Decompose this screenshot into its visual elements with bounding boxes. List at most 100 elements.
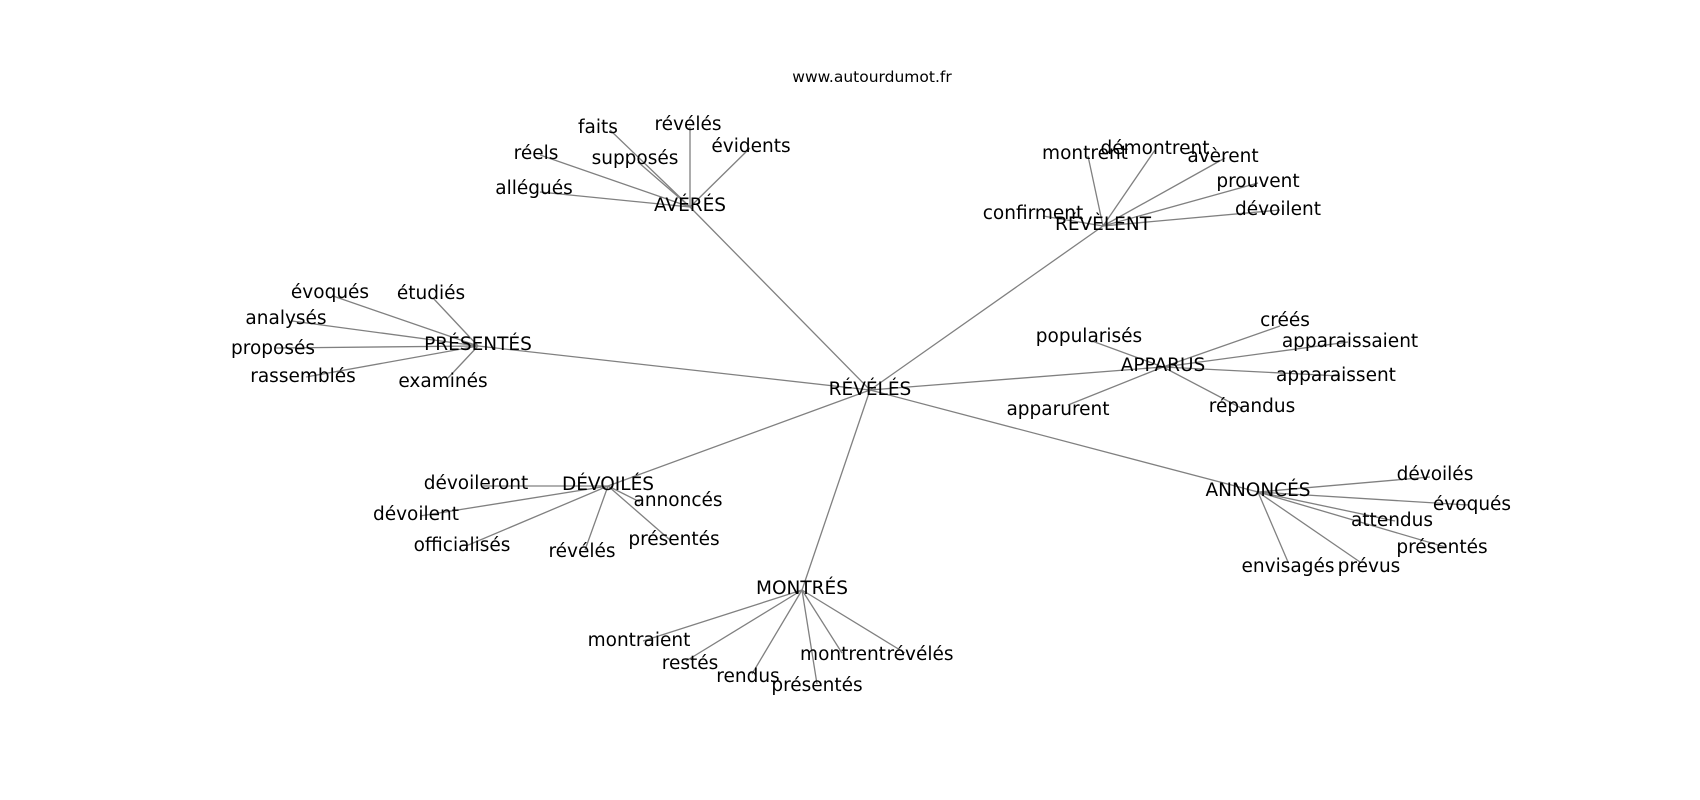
edge-annonces-2 xyxy=(1257,491,1396,522)
edge-root-montres xyxy=(801,389,871,591)
edge-apparus-5 xyxy=(1162,366,1244,410)
edge-montres-2 xyxy=(751,589,803,675)
edge-averes-5 xyxy=(539,191,691,208)
hub-node-revelent[interactable]: RÉVÈLENT xyxy=(1055,213,1152,235)
leaf-node-revelent-0[interactable]: montrent xyxy=(1042,143,1128,164)
leaf-node-montres-0[interactable]: montraient xyxy=(588,630,691,651)
leaf-node-revelent-3[interactable]: prouvent xyxy=(1216,171,1299,192)
edge-montres-1 xyxy=(685,589,803,662)
leaf-node-devoiles-5[interactable]: révélés xyxy=(548,541,615,562)
edge-montres-4 xyxy=(801,589,906,654)
leaf-node-revelent-2[interactable]: avèrent xyxy=(1187,146,1258,167)
edge-devoiles-3 xyxy=(465,485,609,547)
edge-apparus-2 xyxy=(1162,341,1349,368)
leaf-node-presentes-2[interactable]: analysés xyxy=(245,308,326,329)
leaf-node-devoiles-3[interactable]: officialisés xyxy=(414,535,511,556)
edge-montres-5 xyxy=(801,589,818,685)
hub-node-averes[interactable]: AVÉRÉS xyxy=(654,194,726,216)
edge-root-apparus xyxy=(869,366,1164,391)
edge-revelent-3 xyxy=(1102,182,1259,227)
edge-montres-0 xyxy=(642,589,803,642)
edge-annonces-0 xyxy=(1257,476,1431,493)
leaf-node-presentes-5[interactable]: examinés xyxy=(398,371,487,392)
leaf-node-averes-2[interactable]: évidents xyxy=(711,136,790,157)
edge-apparus-0 xyxy=(1091,340,1164,368)
edge-presentes-1 xyxy=(432,297,479,347)
leaf-node-revelent-4[interactable]: confirment xyxy=(983,203,1084,224)
leaf-node-devoiles-4[interactable]: présentés xyxy=(628,529,719,550)
leaf-node-annonces-2[interactable]: attendus xyxy=(1351,510,1433,531)
edge-root-devoiles xyxy=(607,389,871,487)
leaf-node-annonces-0[interactable]: dévoilés xyxy=(1397,464,1474,485)
leaf-node-averes-4[interactable]: supposés xyxy=(592,148,679,169)
leaf-node-averes-0[interactable]: faits xyxy=(578,117,618,138)
edge-root-annonces xyxy=(869,389,1259,493)
edge-revelent-0 xyxy=(1087,155,1104,227)
leaf-node-apparus-0[interactable]: popularisés xyxy=(1036,326,1142,347)
edge-devoiles-2 xyxy=(607,485,641,503)
edge-revelent-1 xyxy=(1102,149,1156,227)
leaf-node-presentes-3[interactable]: proposés xyxy=(231,338,315,359)
edge-averes-3 xyxy=(539,154,691,208)
hub-node-annonces[interactable]: ANNONCÉS xyxy=(1205,479,1310,501)
edge-apparus-3 xyxy=(1162,366,1341,377)
edge-presentes-4 xyxy=(305,345,479,378)
edge-annonces-4 xyxy=(1257,491,1289,563)
edge-apparus-4 xyxy=(1067,366,1164,406)
leaf-node-montres-3[interactable]: montrent xyxy=(800,644,886,665)
leaf-node-revelent-1[interactable]: démontrent xyxy=(1100,138,1209,159)
edge-root-averes xyxy=(689,206,871,391)
graph-edges xyxy=(275,127,1469,685)
leaf-node-averes-3[interactable]: réels xyxy=(514,143,559,164)
site-watermark: www.autourdumot.fr xyxy=(792,68,952,86)
hub-node-apparus[interactable]: APPARUS xyxy=(1121,355,1206,376)
leaf-node-apparus-4[interactable]: apparurent xyxy=(1006,399,1109,420)
edge-devoiles-4 xyxy=(607,485,671,541)
leaf-node-montres-1[interactable]: restés xyxy=(662,653,719,674)
leaf-node-apparus-3[interactable]: apparaissent xyxy=(1276,365,1396,386)
edge-averes-4 xyxy=(637,161,691,208)
edge-devoiles-5 xyxy=(584,485,609,551)
leaf-node-apparus-2[interactable]: apparaissaient xyxy=(1282,331,1418,352)
leaf-node-averes-5[interactable]: allégués xyxy=(495,178,573,199)
edge-annonces-5 xyxy=(1257,491,1361,563)
edge-apparus-1 xyxy=(1162,325,1281,368)
edge-root-revelent xyxy=(869,225,1104,391)
edge-revelent-4 xyxy=(1042,215,1104,227)
leaf-node-revelent-5[interactable]: dévoilent xyxy=(1235,199,1321,220)
leaf-node-montres-4[interactable]: révélés xyxy=(886,644,953,665)
hub-node-presentes[interactable]: PRÉSENTÉS xyxy=(424,333,532,355)
edge-revelent-5 xyxy=(1102,209,1281,227)
edge-presentes-3 xyxy=(275,345,479,349)
leaf-node-presentes-0[interactable]: évoqués xyxy=(291,282,369,303)
root-node[interactable]: RÉVÉLÉS xyxy=(829,378,912,400)
hub-node-montres[interactable]: MONTRÉS xyxy=(756,577,848,599)
leaf-node-devoiles-2[interactable]: annoncés xyxy=(633,490,722,511)
leaf-node-apparus-1[interactable]: créés xyxy=(1260,310,1310,331)
leaf-node-presentes-1[interactable]: étudiés xyxy=(397,283,465,304)
leaf-node-devoiles-1[interactable]: dévoilent xyxy=(373,504,459,525)
leaf-node-annonces-1[interactable]: évoqués xyxy=(1433,494,1511,515)
leaf-node-averes-1[interactable]: révélés xyxy=(654,114,721,135)
edge-presentes-0 xyxy=(332,295,479,347)
edge-annonces-1 xyxy=(1257,491,1469,506)
hub-node-devoiles[interactable]: DÉVOILÉS xyxy=(562,473,654,495)
leaf-node-montres-5[interactable]: présentés xyxy=(771,675,862,696)
edge-montres-3 xyxy=(801,589,843,654)
leaf-node-apparus-5[interactable]: répandus xyxy=(1209,396,1296,417)
leaf-node-annonces-4[interactable]: envisagés xyxy=(1242,556,1335,577)
leaf-node-devoiles-0[interactable]: dévoileront xyxy=(424,473,529,494)
edge-devoiles-1 xyxy=(419,485,609,517)
edge-presentes-2 xyxy=(291,320,479,347)
edge-averes-2 xyxy=(689,147,751,208)
leaf-node-montres-2[interactable]: rendus xyxy=(716,666,779,687)
edge-revelent-2 xyxy=(1102,157,1226,227)
edge-annonces-3 xyxy=(1257,491,1446,548)
edge-presentes-5 xyxy=(447,345,479,379)
leaf-node-annonces-3[interactable]: présentés xyxy=(1396,537,1487,558)
leaf-node-annonces-5[interactable]: prévus xyxy=(1338,556,1401,577)
leaf-node-presentes-4[interactable]: rassemblés xyxy=(250,366,356,387)
